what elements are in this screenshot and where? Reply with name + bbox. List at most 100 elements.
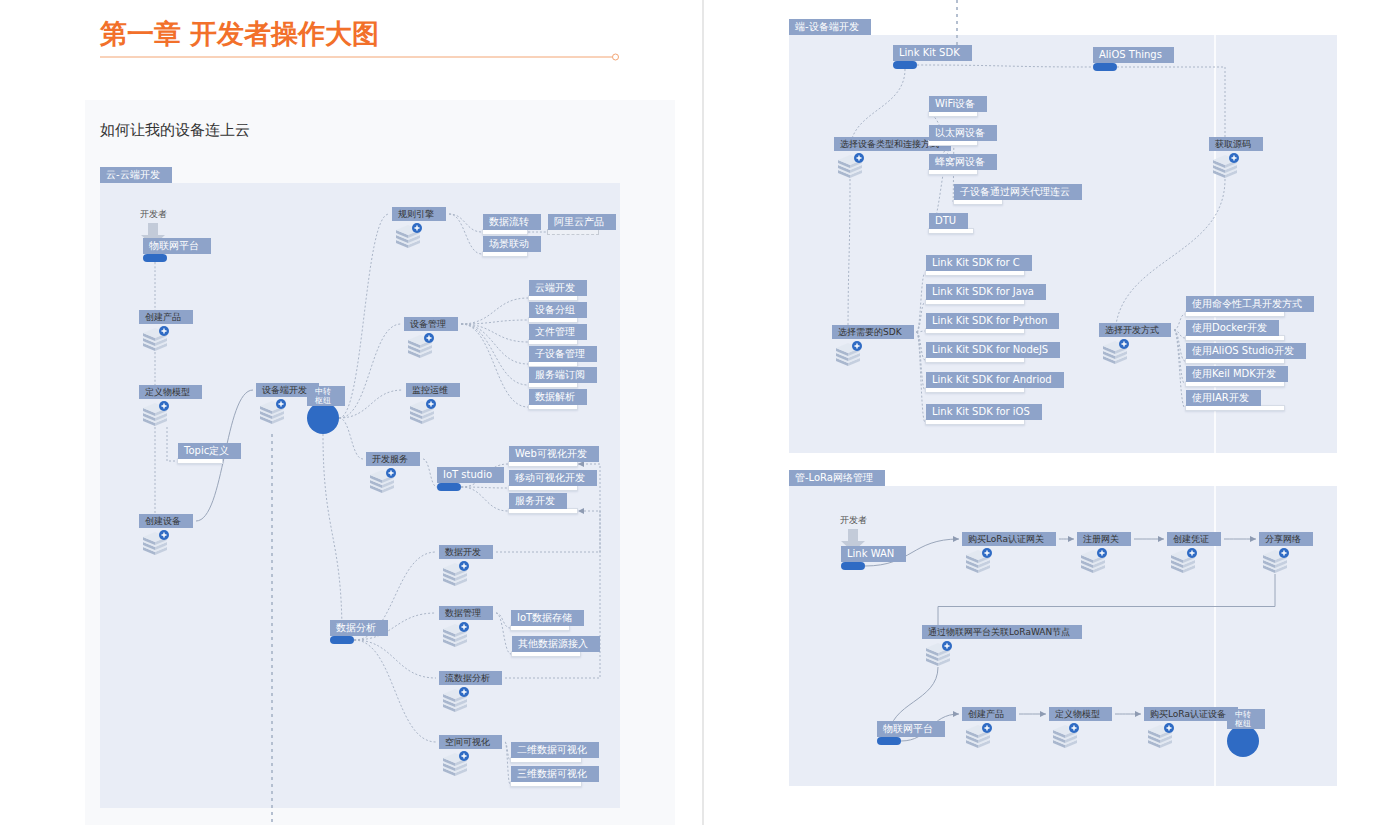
node-text: Link Kit SDK <box>893 45 972 61</box>
step-node: 设备管理 <box>404 331 436 359</box>
step-node: 获取源码 <box>1209 151 1241 179</box>
option-box: Link Kit SDK for Python <box>925 328 1025 334</box>
section-tab: 管-LoRa网络管理 <box>789 470 885 486</box>
node-text: 空间可视化 <box>439 735 502 749</box>
connector <box>1019 714 1046 715</box>
icon-face <box>370 470 394 480</box>
node-text: Link WAN <box>841 546 906 562</box>
node-text: 场景联动 <box>483 236 541 252</box>
icon-badge-mark <box>427 336 432 341</box>
node-icon <box>1259 546 1291 574</box>
icon-badge-mark <box>1190 551 1195 556</box>
node-text: 使用命令性工具开发方式 <box>1186 296 1314 312</box>
connector <box>461 298 528 324</box>
icon-badge <box>459 751 469 761</box>
connector <box>1174 330 1185 384</box>
step-node: 流数据分析 <box>439 685 471 713</box>
node-text: Link Kit SDK for Andriod <box>926 372 1064 388</box>
option-box: 其他数据源接入 <box>511 651 581 657</box>
connector <box>461 324 528 407</box>
icon-badge <box>276 399 286 409</box>
node-icon <box>139 528 171 556</box>
step-node: 定义物模型 <box>139 399 171 427</box>
chapter-title: 第一章 开发者操作大图 <box>100 16 379 52</box>
connector <box>461 320 528 324</box>
icon-face <box>410 401 434 411</box>
icon-badge-mark <box>429 402 434 407</box>
icon-badge <box>852 341 862 351</box>
option-box: 以太网设备 <box>928 140 978 146</box>
connector <box>917 273 925 332</box>
connector <box>339 324 401 418</box>
node-text: 创建产品 <box>962 707 1016 721</box>
step-node: 开发服务 <box>366 466 398 494</box>
connector <box>354 640 436 678</box>
node-text: 文件管理 <box>529 324 587 340</box>
node-text: 物联网平台 <box>143 238 211 254</box>
node-text: 购买LoRa认证网关 <box>962 532 1056 546</box>
option-box: 使用Keil MDK开发 <box>1185 381 1285 387</box>
node-text: 中转 枢纽 <box>1227 709 1265 729</box>
node-text: 使用AliOS Studio开发 <box>1186 343 1306 359</box>
option-box: IoT数据存储 <box>510 625 570 631</box>
node-text: 二维数据可视化 <box>511 742 599 758</box>
connector <box>496 464 600 552</box>
node-text: 使用Docker开发 <box>1186 320 1279 336</box>
node-text: Link Kit SDK for Python <box>926 313 1059 329</box>
node-text: 移动可视化开发 <box>509 470 597 486</box>
option-box: 数据解析 <box>528 404 578 410</box>
panel-heading: 如何让我的设备连上云 <box>100 121 250 140</box>
step-node: 选择开发方式 <box>1099 337 1131 365</box>
node-text: Link Kit SDK for Java <box>926 284 1046 300</box>
node-text: DTU <box>929 213 968 229</box>
step-node: 监控运维 <box>406 397 438 425</box>
icon-badge <box>386 468 396 478</box>
connector <box>917 332 925 422</box>
node-text: Web可视化开发 <box>509 446 599 462</box>
node-text: 阿里云产品 <box>548 214 616 230</box>
option-box: 使用Docker开发 <box>1185 335 1285 341</box>
icon-badge-mark <box>462 690 467 695</box>
platform-pill: 物联网平台 <box>143 254 167 262</box>
node-text: IoT studio <box>437 467 504 483</box>
connector <box>505 511 600 678</box>
icon-face <box>1213 155 1237 165</box>
node-text: 定义物模型 <box>1049 707 1112 721</box>
icon-face <box>836 343 860 353</box>
node-text: 中转 枢纽 <box>307 386 345 406</box>
connector <box>354 640 436 742</box>
node-icon <box>404 331 436 359</box>
icon-badge-mark <box>985 551 990 556</box>
step-node: 设备端开发 <box>256 397 288 425</box>
icon-badge <box>854 153 864 163</box>
icon-badge-mark <box>389 471 394 476</box>
icon-badge <box>1069 723 1079 733</box>
step-node: 购买LoRa认证网关 <box>962 546 994 574</box>
icon-badge <box>1279 548 1289 558</box>
node-text: 分享网络 <box>1259 532 1313 546</box>
node-icon <box>832 339 864 367</box>
step-node: 创建产品 <box>139 324 171 352</box>
icon-face <box>260 401 284 411</box>
option-box: 服务端订阅 <box>528 382 578 388</box>
icon-face <box>443 624 467 634</box>
connector <box>496 613 510 628</box>
node-icon <box>366 466 398 494</box>
node-icon <box>439 559 471 587</box>
option-box: 使用AliOS Studio开发 <box>1185 358 1285 364</box>
option-box: DTU <box>928 228 974 234</box>
connector <box>528 232 547 233</box>
icon-face <box>143 403 167 413</box>
node-text: 子设备通过网关代理连云 <box>954 184 1082 200</box>
step-node: 选择设备类型和连接方式 <box>834 151 866 179</box>
connector <box>1174 314 1185 330</box>
icon-face <box>408 335 432 345</box>
node-text: 设备管理 <box>404 317 458 331</box>
icon-badge <box>1119 339 1129 349</box>
step-node: 创建产品 <box>962 721 994 749</box>
node-text: 以太网设备 <box>929 125 997 141</box>
node-text: 数据管理 <box>439 606 493 620</box>
node-text: 设备分组 <box>529 302 587 318</box>
connector <box>461 487 508 511</box>
node-text: 创建设备 <box>139 514 193 528</box>
